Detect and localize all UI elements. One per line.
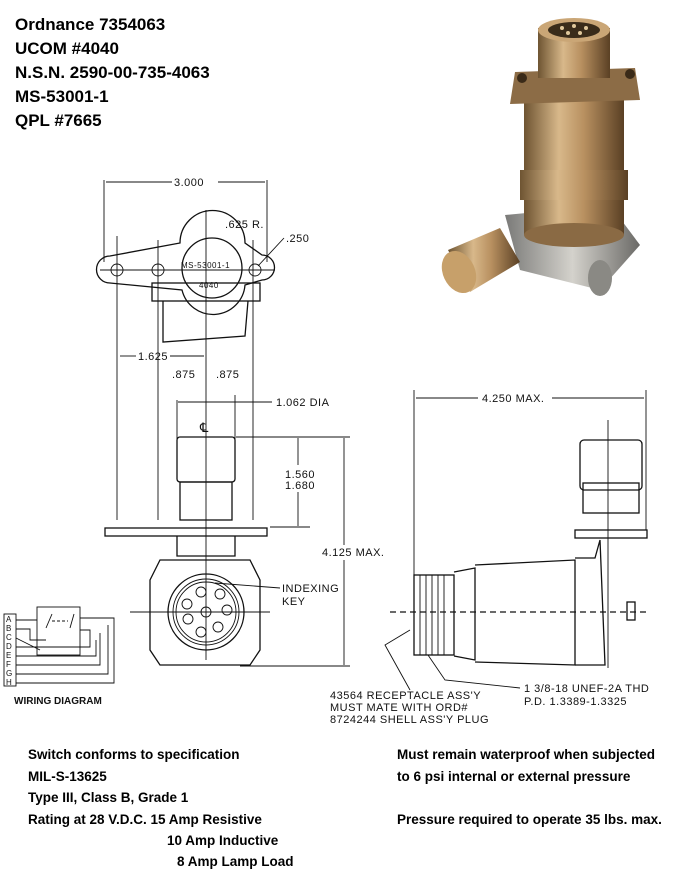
top-view: 3.000 MS-53001-1 4040 .625 R. .250 1.625… (95, 177, 330, 660)
plate-number: 4040 (199, 281, 219, 290)
terminal-b: B (6, 624, 12, 633)
terminal-c: C (6, 633, 12, 642)
ordnance-number: Ordnance 7354063 (15, 15, 166, 34)
spec-type-class: Type III, Class B, Grade 1 (28, 790, 189, 805)
terminal-a: A (6, 615, 12, 624)
spec-rating-inductive: 10 Amp Inductive (167, 833, 279, 848)
spec-waterproof: Must remain waterproof when subjected (397, 747, 656, 762)
dim-width: 3.000 (174, 177, 204, 189)
note-thread-2: P.D. 1.3389-1.3325 (524, 696, 627, 708)
dim-dia: 1.062 DIA (276, 397, 330, 409)
qpl-number: QPL #7665 (15, 111, 102, 130)
spec-pressure-limit: to 6 psi internal or external pressure (397, 769, 631, 784)
indexing-key-label: INDEXING (282, 583, 339, 595)
indexing-key-label-2: KEY (282, 596, 306, 608)
spec-operating-pressure: Pressure required to operate 35 lbs. max… (397, 812, 662, 827)
ucom-number: UCOM #4040 (15, 39, 119, 58)
dim-height-a: 1.560 (285, 469, 315, 481)
terminal-g: G (6, 669, 13, 678)
terminal-e: E (6, 651, 12, 660)
note-receptacle-2: MUST MATE WITH ORD# (330, 702, 468, 714)
ms-number: MS-53001-1 (15, 87, 109, 106)
wiring-diagram-label: WIRING DIAGRAM (14, 696, 102, 707)
note-receptacle-1: 43564 RECEPTACLE ASS'Y (330, 690, 481, 702)
plate-marking: MS-53001-1 (181, 261, 230, 270)
centerline-symbol: ℄ (199, 420, 209, 435)
nsn-number: N.S.N. 2590-00-735-4063 (15, 63, 210, 82)
dim-radius: .625 R. (225, 219, 264, 231)
dim-total-length: 4.250 MAX. (482, 393, 544, 405)
terminal-d: D (6, 642, 12, 651)
dim-hole: .250 (286, 233, 309, 245)
dim-height-b: 1.680 (285, 480, 315, 492)
spec-mil-number: MIL-S-13625 (28, 769, 107, 784)
dim-total-height: 4.125 MAX. (322, 547, 384, 559)
spec-rating-lamp: 8 Amp Lamp Load (177, 854, 294, 869)
spec-conformance: Switch conforms to specification (28, 747, 240, 762)
spec-rating-resistive: Rating at 28 V.D.C. 15 Amp Resistive (28, 812, 262, 827)
terminal-f: F (6, 660, 11, 669)
dim-half-right: .875 (216, 369, 239, 381)
note-receptacle-3: 8724244 SHELL ASS'Y PLUG (330, 714, 489, 726)
dim-half-left: .875 (172, 369, 195, 381)
product-photo (441, 18, 640, 296)
terminal-h: H (6, 678, 12, 687)
note-thread-1: 1 3/8-18 UNEF-2A THD (524, 683, 649, 695)
dim-offset: 1.625 (138, 351, 168, 363)
front-view: ℄ INDEXING KEY 1.560 1.680 4.125 MAX. (104, 420, 384, 667)
side-view: 4.250 MAX. 43564 RECEPTACLE ASS'Y MUST M… (330, 390, 650, 726)
wiring-diagram: A B C D E F G H WIRING DIAGRAM (3, 606, 115, 707)
